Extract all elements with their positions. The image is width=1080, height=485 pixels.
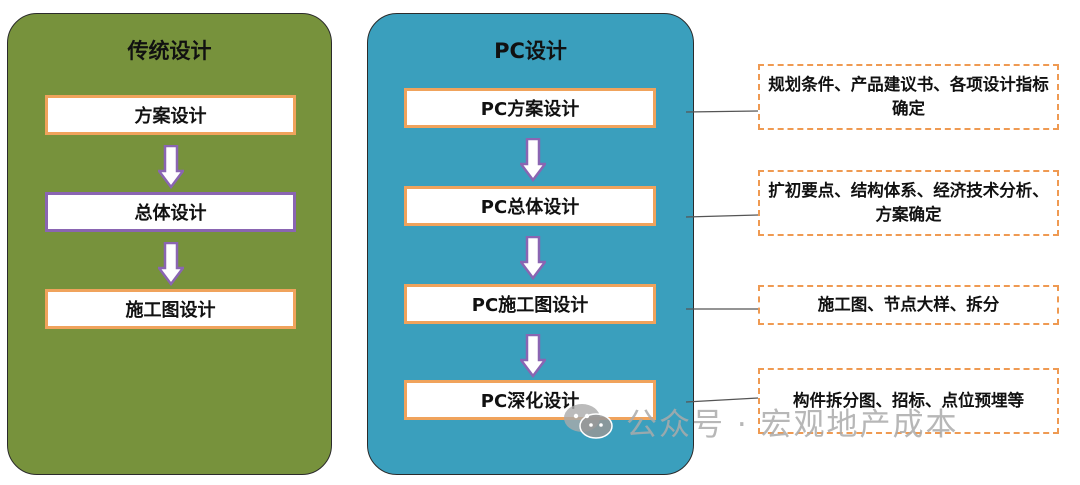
step-overall-design: 总体设计 xyxy=(45,192,296,232)
wechat-icon xyxy=(564,404,613,439)
traditional-design-title: 传统设计 xyxy=(127,39,212,63)
step-pc-deepening-design: PC深化设计 xyxy=(404,380,656,420)
down-arrow-icon xyxy=(158,145,184,189)
note-overall-design: 扩初要点、结构体系、经济技术分析、方案确定 xyxy=(758,170,1059,236)
note-scheme-design: 规划条件、产品建议书、各项设计指标确定 xyxy=(758,64,1059,130)
step-pc-construction-drawing: PC施工图设计 xyxy=(404,284,656,324)
step-scheme-design: 方案设计 xyxy=(45,95,296,135)
step-pc-scheme-design: PC方案设计 xyxy=(404,88,656,128)
watermark: 公众号 · 宏观地产成本 xyxy=(560,398,959,444)
pc-design-title: PC设计 xyxy=(494,39,567,63)
down-arrow-icon xyxy=(158,242,184,286)
note-construction-drawing: 施工图、节点大样、拆分 xyxy=(758,285,1059,325)
watermark-text: 公众号 · 宏观地产成本 xyxy=(626,406,959,443)
down-arrow-icon xyxy=(520,334,546,378)
down-arrow-icon xyxy=(520,138,546,182)
connector-line xyxy=(685,397,759,403)
connector-line xyxy=(685,110,759,113)
connector-line xyxy=(685,214,759,218)
step-pc-overall-design: PC总体设计 xyxy=(404,186,656,226)
step-construction-drawing: 施工图设计 xyxy=(45,289,296,329)
down-arrow-icon xyxy=(520,236,546,280)
note-deepening-design: 构件拆分图、招标、点位预埋等 xyxy=(758,368,1059,434)
